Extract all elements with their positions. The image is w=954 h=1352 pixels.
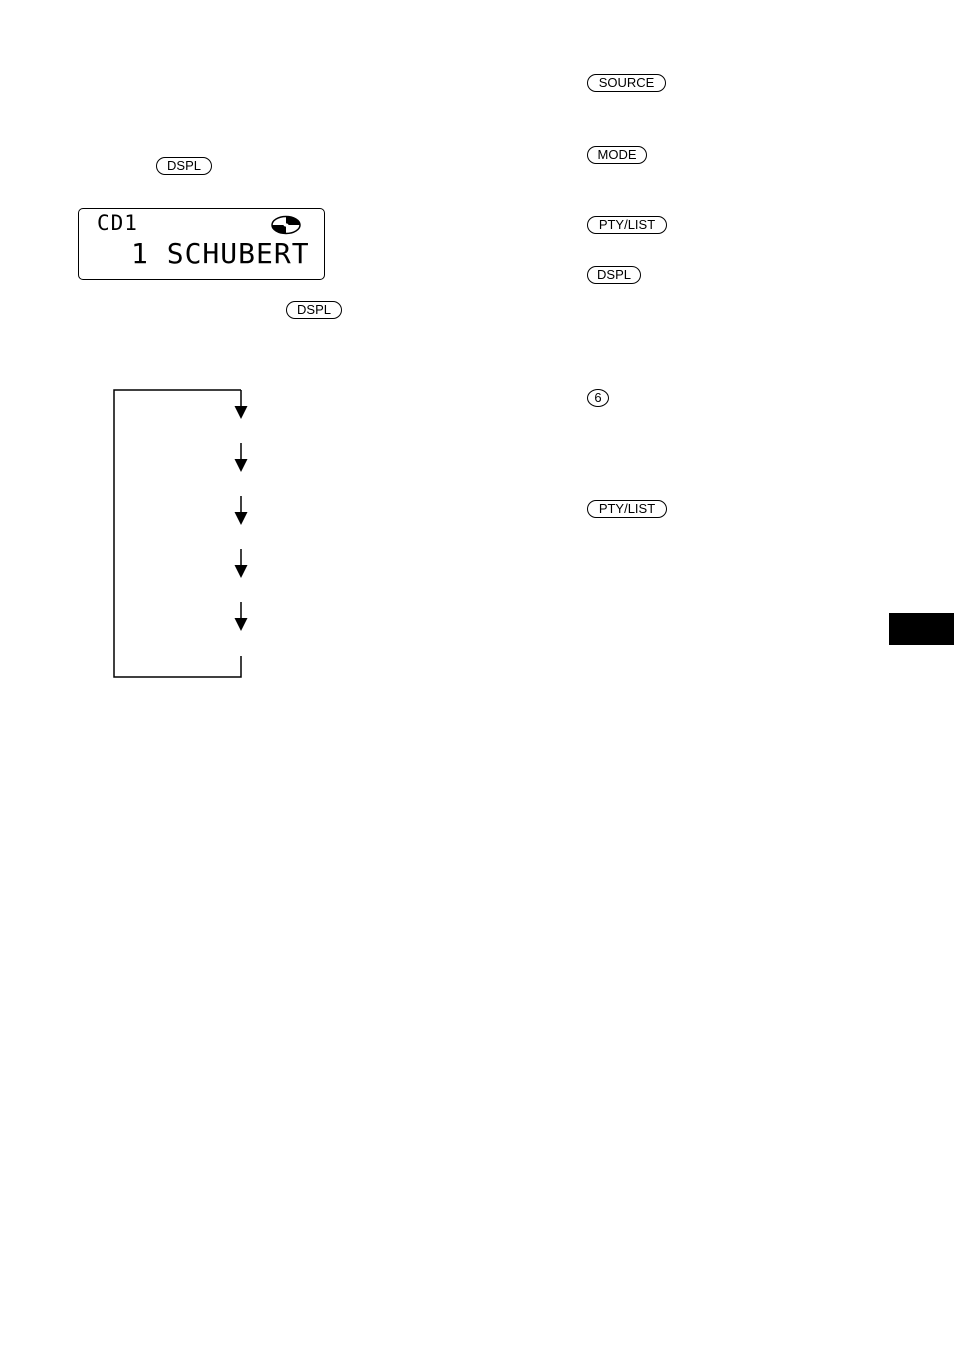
dspl-key[interactable]: DSPL	[156, 157, 212, 175]
dspl-key[interactable]: DSPL	[286, 301, 342, 319]
dspl-key[interactable]: DSPL	[587, 266, 641, 284]
source-key[interactable]: SOURCE	[587, 74, 666, 92]
arrow-down-icon	[234, 565, 248, 578]
arrow-down-icon	[234, 512, 248, 525]
pty-list-key[interactable]: PTY/LIST	[587, 500, 667, 518]
pty-list-key[interactable]: PTY/LIST	[587, 216, 667, 234]
arrow-down-icon	[234, 459, 248, 472]
lcd-line-1: CD1	[97, 211, 138, 235]
disc-icon	[271, 215, 301, 235]
lcd-line-2: 1 SCHUBERT	[131, 237, 310, 270]
lcd-display: CD1 1 SCHUBERT	[78, 208, 325, 280]
cycle-flow-diagram	[113, 389, 248, 678]
section-tab	[889, 613, 954, 645]
arrow-down-icon	[234, 618, 248, 631]
preset-6-key[interactable]: 6	[587, 389, 609, 407]
mode-key[interactable]: MODE	[587, 146, 647, 164]
arrow-down-icon	[234, 406, 248, 419]
